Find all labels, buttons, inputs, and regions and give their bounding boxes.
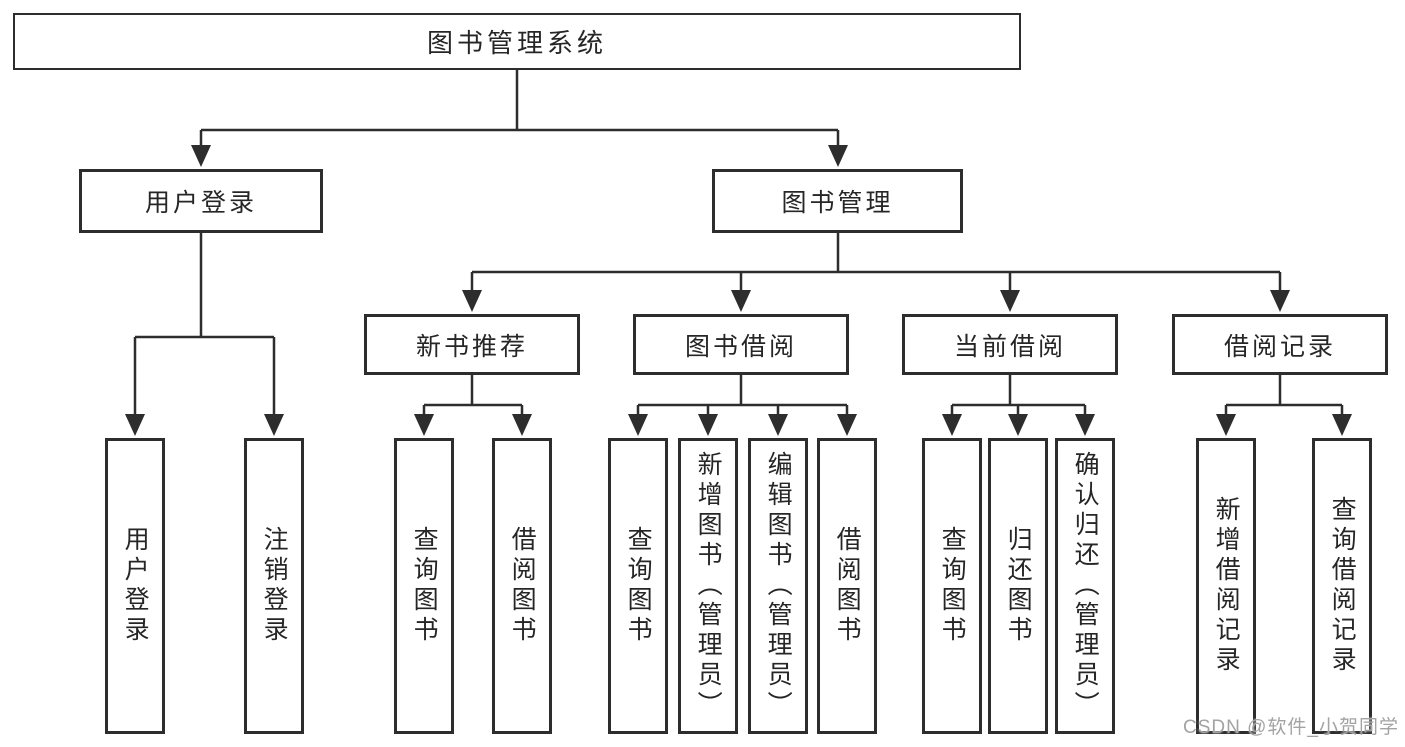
leaf-edit-books-admin-label: 编辑图书（管理员）	[764, 451, 793, 721]
node-book-management: 图书管理	[712, 169, 963, 233]
arrowhead-icons	[125, 145, 1352, 436]
node-borrow-records: 借阅记录	[1172, 314, 1388, 375]
leaf-query-borrow-record-label: 查询借阅记录	[1328, 496, 1357, 676]
leaf-logout: 注销登录	[244, 438, 304, 734]
node-current-borrow-label: 当前借阅	[953, 332, 1066, 361]
leaf-recommend-borrow-books: 借阅图书	[492, 438, 552, 734]
leaf-edit-books-admin: 编辑图书（管理员）	[748, 438, 808, 734]
node-book-borrow-label: 图书借阅	[684, 332, 797, 361]
node-new-book-recommend: 新书推荐	[364, 314, 580, 375]
leaf-current-query-books-label: 查询图书	[938, 526, 967, 646]
leaf-borrow-books: 借阅图书	[817, 438, 877, 734]
node-borrow-records-label: 借阅记录	[1223, 332, 1336, 361]
leaf-confirm-return-admin: 确认归还（管理员）	[1055, 438, 1115, 734]
leaf-recommend-borrow-books-label: 借阅图书	[508, 526, 537, 646]
leaf-borrow-books-label: 借阅图书	[833, 526, 862, 646]
leaf-borrow-query-books-label: 查询图书	[624, 526, 653, 646]
node-current-borrow: 当前借阅	[902, 314, 1118, 375]
csdn-watermark: CSDN @软件_小贺同学	[1183, 717, 1399, 738]
leaf-add-books-admin-label: 新增图书（管理员）	[694, 451, 723, 721]
leaf-add-books-admin: 新增图书（管理员）	[678, 438, 738, 734]
leaf-user-login: 用户登录	[105, 438, 165, 734]
leaf-return-books: 归还图书	[988, 438, 1048, 734]
leaf-query-borrow-record: 查询借阅记录	[1312, 438, 1372, 734]
node-book-management-label: 图书管理	[781, 189, 894, 217]
leaf-confirm-return-admin-label: 确认归还（管理员）	[1071, 451, 1100, 721]
leaf-recommend-query-books-label: 查询图书	[410, 526, 439, 646]
leaf-user-login-label: 用户登录	[121, 526, 150, 646]
leaf-logout-label: 注销登录	[260, 526, 289, 646]
node-new-book-recommend-label: 新书推荐	[415, 332, 528, 361]
leaf-add-borrow-record: 新增借阅记录	[1196, 438, 1256, 734]
leaf-current-query-books: 查询图书	[922, 438, 982, 734]
node-user-login-label: 用户登录	[144, 189, 257, 217]
leaf-add-borrow-record-label: 新增借阅记录	[1212, 496, 1241, 676]
leaf-recommend-query-books: 查询图书	[394, 438, 454, 734]
node-root-library-system: 图书管理系统	[13, 13, 1021, 70]
node-user-login: 用户登录	[79, 169, 323, 233]
leaf-return-books-label: 归还图书	[1004, 526, 1033, 646]
leaf-borrow-query-books: 查询图书	[608, 438, 668, 734]
node-book-borrow: 图书借阅	[633, 314, 849, 375]
node-root-label: 图书管理系统	[426, 28, 607, 58]
